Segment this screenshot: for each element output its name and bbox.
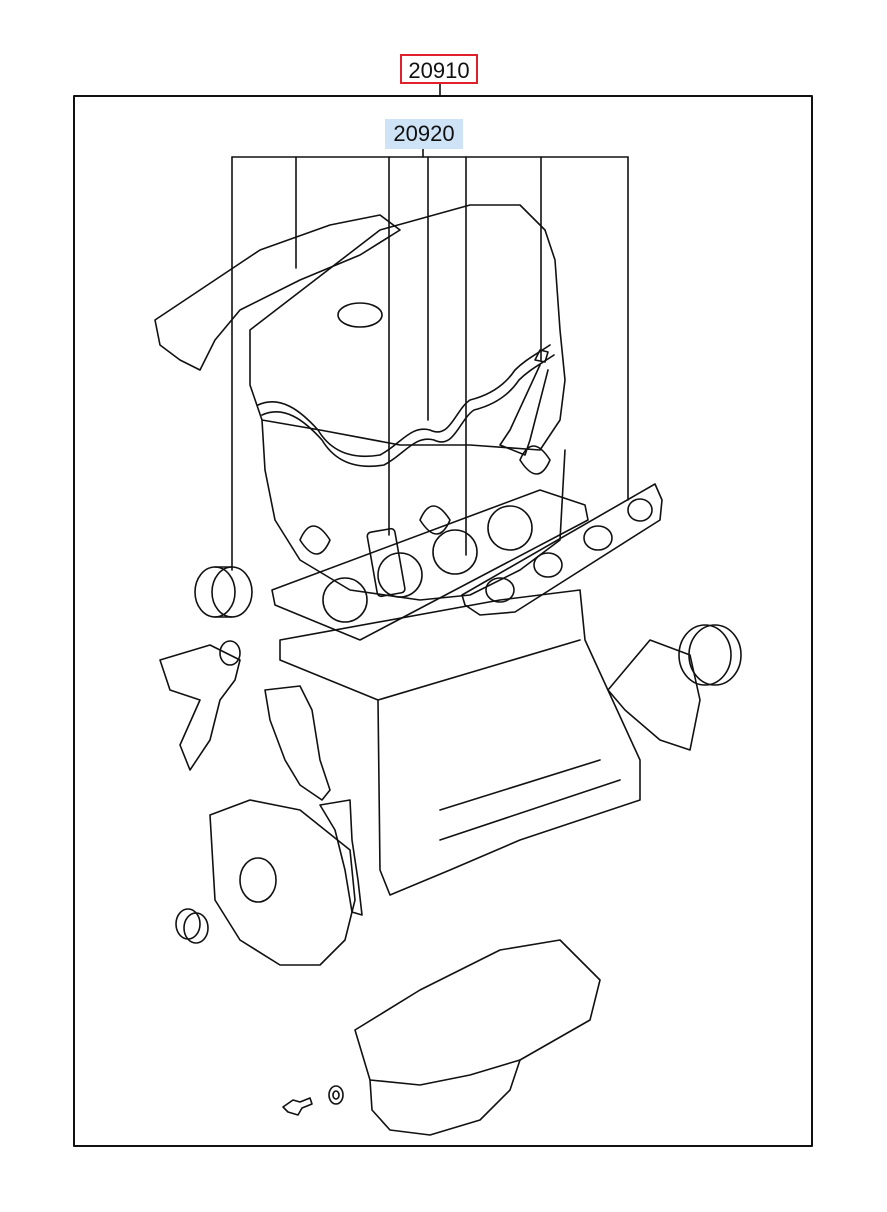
rear-crank-seal <box>678 624 742 686</box>
sub-kit-bracket <box>231 146 629 571</box>
cylinder-block <box>279 589 641 896</box>
drain-plug <box>282 1097 313 1116</box>
oil-pan <box>354 939 601 1136</box>
kit-frame <box>73 95 813 1147</box>
drain-plug-washer <box>328 1085 344 1105</box>
timing-cover <box>209 799 356 966</box>
water-pump <box>159 640 241 771</box>
oil-seal-small <box>175 908 209 944</box>
rocker-cover-gasket <box>257 344 555 467</box>
cylinder-head <box>249 204 566 601</box>
part-callout-main[interactable]: 20910 <box>400 54 478 84</box>
head-gasket <box>271 489 589 641</box>
front-crank-seal <box>194 566 253 618</box>
water-pump-gasket <box>264 685 331 801</box>
timing-cover-gasket <box>319 799 363 916</box>
rear-seal-housing <box>607 639 701 751</box>
valve <box>499 349 549 456</box>
part-callout-sub[interactable]: 20920 <box>385 119 463 149</box>
intake-manifold-gasket <box>154 214 401 371</box>
